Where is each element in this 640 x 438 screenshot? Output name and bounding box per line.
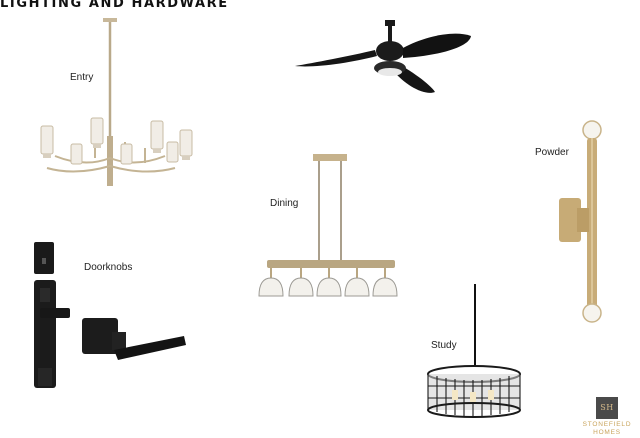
linear-pendant-icon	[258, 154, 398, 297]
brand-name: STONEFIELD	[582, 421, 632, 428]
drum-pendant-icon	[427, 284, 521, 418]
doorknobs-label: Doorknobs	[84, 262, 133, 273]
wall-sconce-icon	[559, 120, 602, 323]
dining-label: Dining	[270, 198, 299, 209]
chandelier-icon	[40, 18, 193, 186]
brand-sub: HOMES	[593, 429, 621, 436]
page-title: LIGHTING AND HARDWARE	[0, 0, 229, 11]
entry-label: Entry	[70, 72, 94, 83]
brand-monogram: SH	[596, 397, 618, 419]
door-lever-icon	[34, 242, 186, 388]
study-label: Study	[431, 340, 457, 351]
brand-logo: SH STONEFIELD HOMES	[578, 397, 636, 437]
ceiling-fan-icon	[295, 20, 471, 93]
powder-label: Powder	[535, 147, 569, 158]
